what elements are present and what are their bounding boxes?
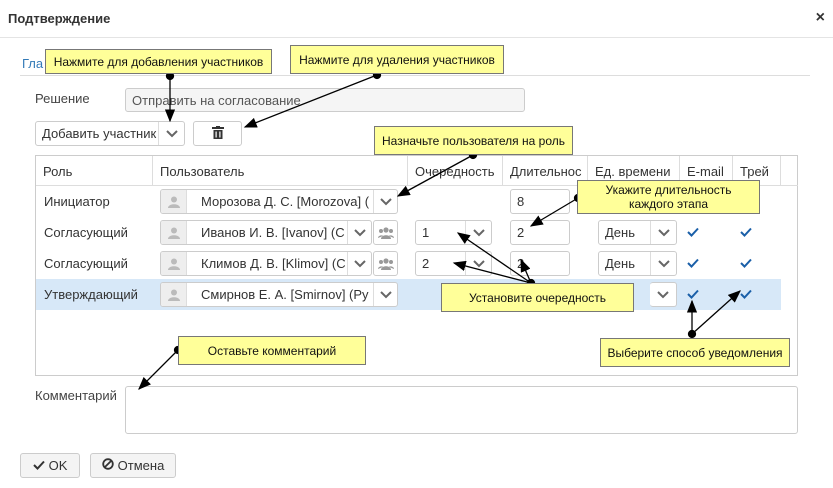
tooltip-duration: Укажите длительность каждого этапа bbox=[577, 180, 760, 214]
group-icon[interactable] bbox=[373, 251, 398, 276]
chevron-down-icon[interactable] bbox=[465, 221, 491, 244]
tray-checkbox[interactable] bbox=[740, 288, 752, 300]
table-row[interactable]: Инициатор Морозова Д. С. [Morozova] ( 8 bbox=[36, 186, 781, 217]
email-checkbox[interactable] bbox=[687, 288, 699, 300]
tooltip-notification: Выберите способ уведомления bbox=[600, 338, 790, 367]
unit-value: День bbox=[605, 256, 635, 271]
role-cell: Согласующий bbox=[44, 256, 128, 271]
duration-input[interactable]: 2 bbox=[510, 220, 570, 245]
chevron-down-icon[interactable] bbox=[347, 252, 371, 275]
chevron-down-icon[interactable] bbox=[650, 221, 676, 244]
order-combo[interactable]: 1 bbox=[415, 220, 492, 245]
ok-button[interactable]: OK bbox=[20, 453, 80, 478]
duration-input[interactable]: 2 bbox=[510, 251, 570, 276]
tab-divider bbox=[20, 75, 810, 76]
chevron-down-icon[interactable] bbox=[373, 283, 397, 306]
role-cell: Инициатор bbox=[44, 194, 110, 209]
user-icon bbox=[161, 190, 187, 213]
unit-value: День bbox=[605, 225, 635, 240]
chevron-down-icon[interactable] bbox=[373, 190, 397, 213]
user-icon bbox=[161, 252, 187, 275]
comment-label: Комментарий bbox=[35, 388, 117, 403]
trash-icon bbox=[211, 125, 224, 142]
table-row[interactable]: Согласующий Климов Д. В. [Klimov] (С 2 2… bbox=[36, 248, 781, 279]
unit-combo[interactable]: День bbox=[598, 251, 677, 276]
duration-input[interactable]: 8 bbox=[510, 189, 570, 214]
tray-checkbox[interactable] bbox=[740, 257, 752, 269]
cancel-label: Отмена bbox=[117, 458, 165, 473]
delete-participant-button[interactable] bbox=[193, 121, 242, 146]
chevron-down-icon[interactable] bbox=[650, 252, 676, 275]
column-header-filler bbox=[781, 156, 798, 186]
table-row-selected[interactable]: Утверждающий Смирнов Е. А. [Smirnov] (Ру bbox=[36, 279, 781, 310]
close-icon[interactable]: × bbox=[815, 9, 825, 26]
tab-main[interactable]: Гла bbox=[22, 56, 44, 71]
ban-icon bbox=[101, 458, 114, 473]
chevron-down-icon[interactable] bbox=[158, 122, 184, 145]
user-icon bbox=[161, 283, 187, 306]
user-combo[interactable]: Смирнов Е. А. [Smirnov] (Ру bbox=[160, 282, 398, 307]
chevron-down-icon[interactable] bbox=[465, 252, 491, 275]
chevron-down-icon[interactable] bbox=[650, 283, 676, 306]
tooltip-order: Установите очередность bbox=[441, 283, 634, 312]
user-name: Смирнов Е. А. [Smirnov] (Ру bbox=[201, 287, 369, 302]
decision-field: Отправить на согласование bbox=[125, 88, 525, 112]
tooltip-add-participants: Нажмите для добавления участников bbox=[45, 49, 272, 74]
ok-label: OK bbox=[48, 458, 68, 473]
tooltip-comment: Оставьте комментарий bbox=[178, 336, 366, 365]
email-checkbox[interactable] bbox=[687, 257, 699, 269]
user-name: Морозова Д. С. [Morozova] ( bbox=[201, 194, 370, 209]
comment-textarea[interactable] bbox=[125, 386, 798, 434]
table-row[interactable]: Согласующий Иванов И. В. [Ivanov] (С 1 2… bbox=[36, 217, 781, 248]
user-combo[interactable]: Морозова Д. С. [Morozova] ( bbox=[160, 189, 398, 214]
user-icon bbox=[161, 221, 187, 244]
check-icon bbox=[32, 458, 45, 473]
tooltip-assign-user: Назначьте пользователя на роль bbox=[374, 126, 573, 155]
chevron-down-icon[interactable] bbox=[347, 221, 371, 244]
add-participant-label: Добавить участник bbox=[42, 126, 157, 141]
group-icon[interactable] bbox=[373, 220, 398, 245]
user-name: Иванов И. В. [Ivanov] (С bbox=[201, 225, 345, 240]
column-header-duration[interactable]: Длительнос bbox=[503, 156, 588, 186]
column-header-user[interactable]: Пользователь bbox=[153, 156, 408, 186]
user-name: Климов Д. В. [Klimov] (С bbox=[201, 256, 346, 271]
email-checkbox[interactable] bbox=[687, 226, 699, 238]
unit-combo[interactable] bbox=[650, 282, 677, 307]
column-header-role[interactable]: Роль bbox=[36, 156, 153, 186]
dialog-title: Подтверждение bbox=[8, 11, 111, 26]
tray-checkbox[interactable] bbox=[740, 226, 752, 238]
tooltip-delete-participants: Нажмите для удаления участников bbox=[290, 45, 504, 74]
user-combo[interactable]: Иванов И. В. [Ivanov] (С bbox=[160, 220, 372, 245]
order-value: 2 bbox=[422, 256, 430, 271]
role-cell: Согласующий bbox=[44, 225, 128, 240]
unit-combo[interactable]: День bbox=[598, 220, 677, 245]
order-value: 1 bbox=[422, 225, 430, 240]
role-cell: Утверждающий bbox=[44, 287, 138, 302]
dialog-titlebar: Подтверждение × bbox=[0, 0, 833, 38]
cancel-button[interactable]: Отмена bbox=[90, 453, 176, 478]
order-combo[interactable]: 2 bbox=[415, 251, 492, 276]
decision-label: Решение bbox=[35, 91, 90, 106]
user-combo[interactable]: Климов Д. В. [Klimov] (С bbox=[160, 251, 372, 276]
column-header-order[interactable]: Очередность bbox=[408, 156, 503, 186]
add-participant-combo[interactable]: Добавить участник bbox=[35, 121, 185, 146]
